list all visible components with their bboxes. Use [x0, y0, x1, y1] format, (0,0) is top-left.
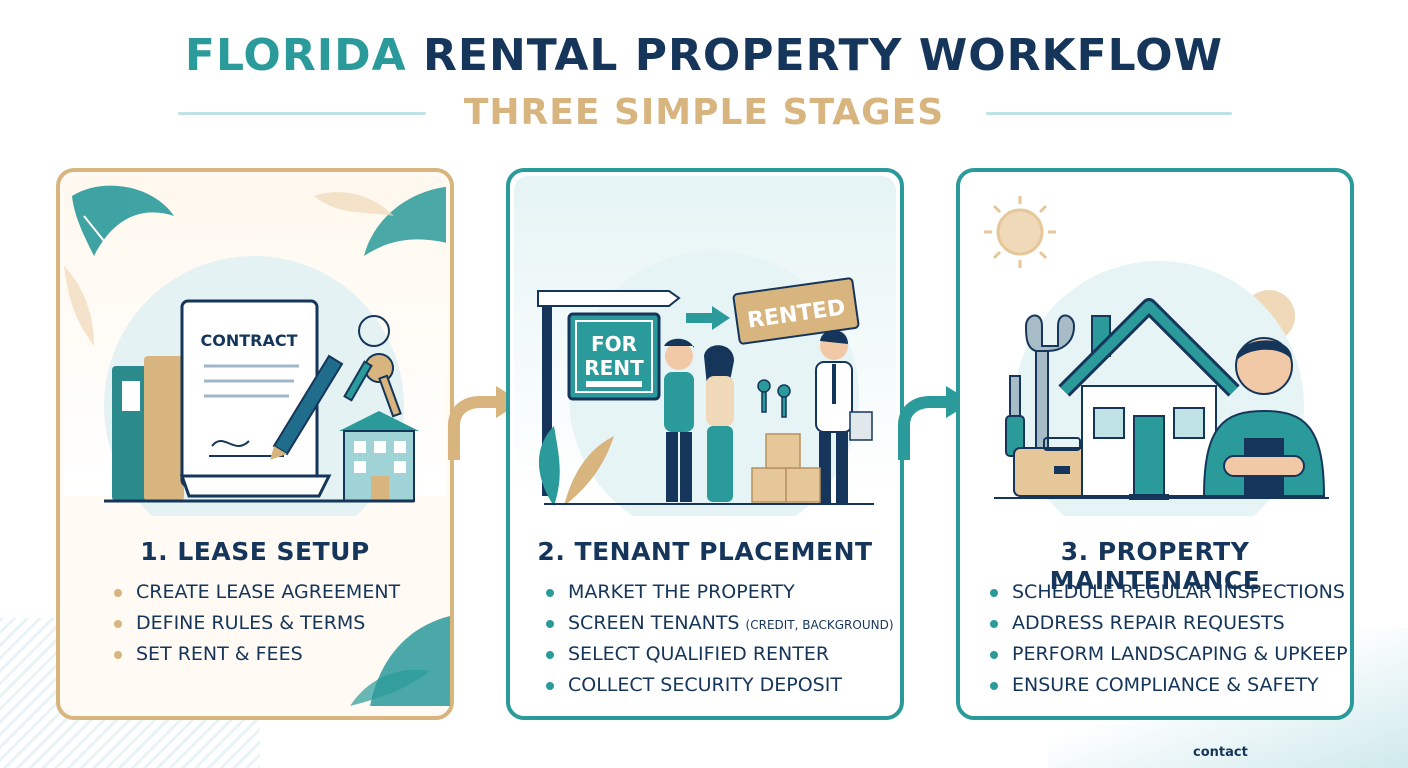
- screwdriver-icon: [1005, 375, 1025, 457]
- list-item: CREATE LEASE AGREEMENT: [114, 577, 400, 608]
- maintenance-worker-icon: [1202, 337, 1326, 497]
- bullet-dot-icon: [546, 589, 554, 597]
- keys-icon: [757, 379, 791, 418]
- list-item: MARKET THE PROPERTY: [546, 577, 894, 608]
- agent-icon: [815, 330, 873, 504]
- contract-label: CONTRACT: [200, 331, 297, 350]
- subtitle-row: THREE SIMPLE STAGES: [0, 92, 1408, 136]
- palm-frond-icon: [64, 192, 394, 346]
- list-item: PERFORM LANDSCAPING & UPKEEP: [990, 639, 1348, 670]
- list-item: SELECT QUALIFIED RENTER: [546, 639, 894, 670]
- palm-leaf-icon: [350, 616, 450, 706]
- bullet-dot-icon: [114, 620, 122, 628]
- bullet-dot-icon: [114, 589, 122, 597]
- lease-setup-illustration: CONTRACT: [64, 185, 446, 516]
- list-item: DEFINE RULES & TERMS: [114, 608, 400, 639]
- plant-icon: [539, 426, 614, 506]
- page-title: FLORIDA RENTAL PROPERTY WORKFLOW: [0, 30, 1408, 81]
- stage-task-list: MARKET THE PROPERTY SCREEN TENANTS (CRED…: [546, 577, 894, 701]
- bullet-dot-icon: [990, 682, 998, 690]
- wrench-icon: [1024, 314, 1076, 457]
- screening-note: (CREDIT, BACKGROUND): [745, 618, 894, 632]
- pen-icon: [270, 354, 344, 460]
- tenant-couple-icon: [664, 338, 734, 502]
- keys-icon: [343, 315, 402, 418]
- list-item: SCHEDULE REGULAR INSPECTIONS: [990, 577, 1348, 608]
- stage-task-list: CREATE LEASE AGREEMENT DEFINE RULES & TE…: [114, 577, 400, 670]
- bullet-dot-icon: [990, 651, 998, 659]
- list-item: ADDRESS REPAIR REQUESTS: [990, 608, 1348, 639]
- stage-title: 2. TENANT PLACEMENT: [537, 537, 873, 566]
- title-rest: RENTAL PROPERTY WORKFLOW: [423, 30, 1224, 81]
- page-subtitle: THREE SIMPLE STAGES: [463, 92, 945, 133]
- binder-icon: [112, 356, 184, 501]
- bullet-dot-icon: [546, 620, 554, 628]
- sun-icon: [984, 196, 1056, 268]
- palm-leaf-icon: [364, 186, 446, 256]
- bullet-dot-icon: [990, 589, 998, 597]
- contact-link[interactable]: contact: [1193, 745, 1248, 760]
- list-item: ENSURE COMPLIANCE & SAFETY: [990, 670, 1348, 701]
- stage-title: 1. LEASE SETUP: [140, 537, 370, 566]
- subtitle-divider-right: [986, 112, 1232, 115]
- bullet-dot-icon: [114, 651, 122, 659]
- stage-card-property-maintenance: 3. PROPERTY MAINTENANCE SCHEDULE REGULAR…: [956, 168, 1354, 720]
- stage-card-lease-setup: CONTRACT: [56, 168, 454, 720]
- palm-leaf-icon: [72, 185, 174, 267]
- rented-sign-icon: RENTED: [732, 277, 860, 345]
- bullet-dot-icon: [546, 651, 554, 659]
- bullet-dot-icon: [990, 620, 998, 628]
- subtitle-divider-left: [178, 112, 426, 115]
- list-item: COLLECT SECURITY DEPOSIT: [546, 670, 894, 701]
- title-florida: FLORIDA: [184, 30, 407, 81]
- moving-boxes-icon: [751, 433, 821, 503]
- stage-task-list: SCHEDULE REGULAR INSPECTIONS ADDRESS REP…: [990, 577, 1348, 701]
- building-icon: [339, 411, 419, 502]
- stage-title: 3. PROPERTY MAINTENANCE: [1049, 537, 1261, 595]
- bullet-dot-icon: [546, 682, 554, 690]
- property-maintenance-illustration: [984, 196, 1329, 516]
- list-item: SET RENT & FEES: [114, 639, 400, 670]
- list-item: SCREEN TENANTS (CREDIT, BACKGROUND): [546, 608, 894, 639]
